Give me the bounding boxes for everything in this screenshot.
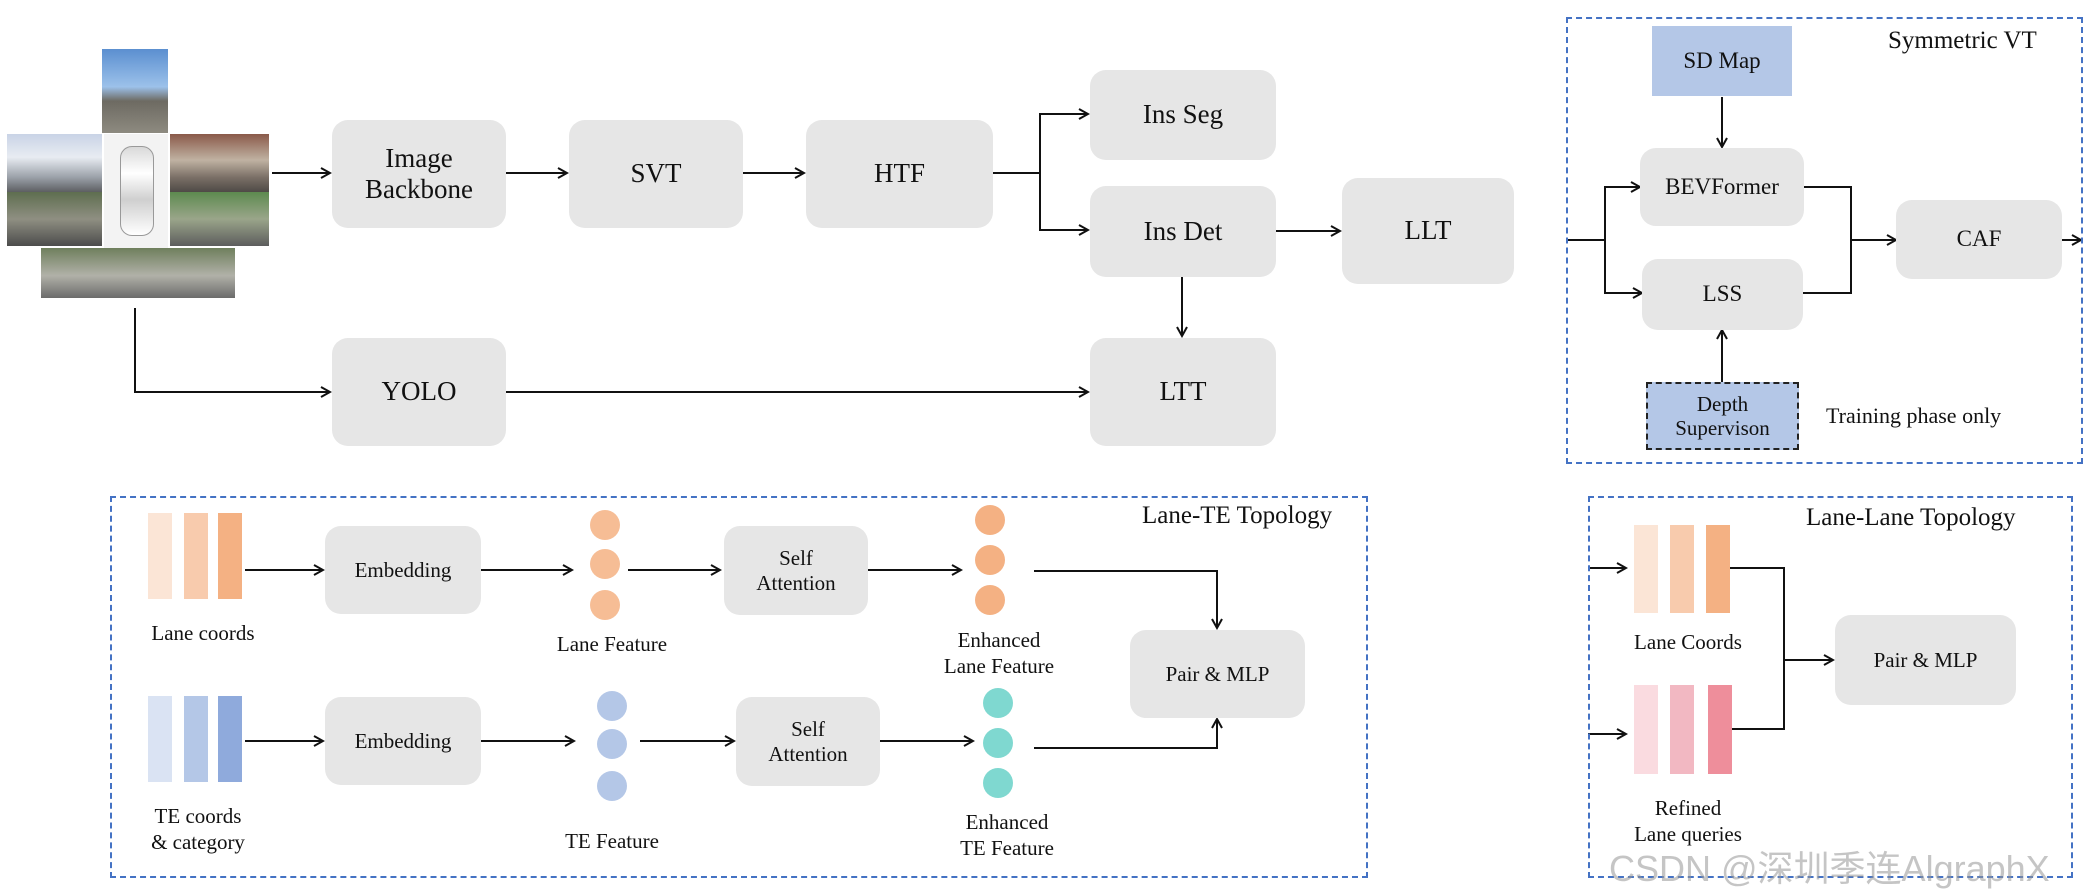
caf-box: CAF xyxy=(1896,200,2062,279)
lane-te-topology-region xyxy=(110,496,1368,878)
pair-mlp-lane-lane-box: Pair & MLP xyxy=(1835,615,2016,705)
lane-lane-coords-bar-3 xyxy=(1706,525,1730,613)
lane-feature-dot-3 xyxy=(590,590,620,620)
bevformer-box: BEVFormer xyxy=(1640,148,1804,226)
symmetric-vt-title: Symmetric VT xyxy=(1888,27,2037,54)
symmetric-vt-region xyxy=(1566,17,2083,464)
te-feature-dot-3 xyxy=(597,771,627,801)
lane-lane-coords-label: Lane Coords xyxy=(1634,630,1742,654)
lane-coords-label: Lane coords xyxy=(151,621,255,645)
enhanced-te-dot-1 xyxy=(983,688,1013,718)
te-coords-bar-1 xyxy=(148,696,172,782)
arrow-split-lss xyxy=(1604,240,1642,293)
llt-box: LLT xyxy=(1342,178,1514,284)
lane-feature-dot-1 xyxy=(590,510,620,540)
yolo-box: YOLO xyxy=(332,338,506,446)
te-coords-label: TE coords & category xyxy=(151,804,245,855)
arrow-split-bevformer xyxy=(1604,187,1640,240)
arrow-enhancedlane-pairmlp xyxy=(1034,570,1217,628)
lane-feature-label: Lane Feature xyxy=(556,632,668,656)
embedding-top-box: Embedding xyxy=(325,526,481,614)
arrow-htf-insdet xyxy=(1039,173,1088,230)
arrow-enhancedte-pairmlp xyxy=(1034,719,1217,749)
enhanced-te-dot-2 xyxy=(983,728,1013,758)
arrow-cams-yolo xyxy=(134,308,330,392)
camera-front-right xyxy=(170,134,269,192)
te-coords-bar-2 xyxy=(184,696,208,782)
enhanced-lane-dot-3 xyxy=(975,585,1005,615)
pair-mlp-lane-te-box: Pair & MLP xyxy=(1130,630,1305,718)
lane-feature-dot-2 xyxy=(590,549,620,579)
ins-det-box: Ins Det xyxy=(1090,186,1276,277)
lane-lane-coords-bar-2 xyxy=(1670,525,1694,613)
htf-box: HTF xyxy=(806,120,993,228)
svt-box: SVT xyxy=(569,120,743,228)
refined-queries-bar-3 xyxy=(1708,685,1732,774)
camera-back-left xyxy=(7,192,102,246)
lane-coords-bar-2 xyxy=(184,513,208,599)
lane-lane-coords-bar-1 xyxy=(1634,525,1658,613)
enhanced-lane-dot-1 xyxy=(975,505,1005,535)
enhanced-te-dot-3 xyxy=(983,768,1013,798)
watermark: CSDN @深圳季连AlgraphX xyxy=(1609,848,2050,889)
lane-coords-bar-3 xyxy=(218,513,242,599)
te-feature-dot-1 xyxy=(597,691,627,721)
training-phase-note: Training phase only xyxy=(1826,403,2002,428)
lane-lane-topology-region xyxy=(1588,496,2073,878)
enhanced-lane-feature-label: Enhanced Lane Feature xyxy=(943,628,1055,679)
refined-queries-bar-2 xyxy=(1670,685,1694,774)
ltt-box: LTT xyxy=(1090,338,1276,446)
image-backbone-box: Image Backbone xyxy=(332,120,506,228)
camera-back xyxy=(41,248,235,298)
te-feature-dot-2 xyxy=(597,729,627,759)
enhanced-lane-dot-2 xyxy=(975,545,1005,575)
camera-front xyxy=(102,49,168,133)
sd-map-box: SD Map xyxy=(1652,26,1792,96)
te-feature-label: TE Feature xyxy=(565,829,659,853)
ins-seg-box: Ins Seg xyxy=(1090,70,1276,160)
camera-front-left xyxy=(7,134,102,192)
lane-lane-topology-title: Lane-Lane Topology xyxy=(1806,504,2016,531)
enhanced-te-feature-label: Enhanced TE Feature xyxy=(960,810,1054,861)
self-attention-top-box: Self Attention xyxy=(724,526,868,615)
embedding-bottom-box: Embedding xyxy=(325,697,481,785)
self-attention-bottom-box: Self Attention xyxy=(736,697,880,786)
lane-coords-bar-1 xyxy=(148,513,172,599)
refined-queries-label: Refined Lane queries xyxy=(1634,796,1742,847)
camera-ego-vehicle xyxy=(104,134,168,248)
refined-queries-bar-1 xyxy=(1634,685,1658,774)
depth-supervision-box: Depth Supervison xyxy=(1646,382,1799,450)
lss-box: LSS xyxy=(1642,259,1803,330)
wire-lanecoords-merge xyxy=(1730,567,1785,730)
arrow-htf-insseg xyxy=(993,114,1088,174)
lane-te-topology-title: Lane-TE Topology xyxy=(1142,502,1333,529)
te-coords-bar-3 xyxy=(218,696,242,782)
camera-back-right xyxy=(170,192,269,246)
